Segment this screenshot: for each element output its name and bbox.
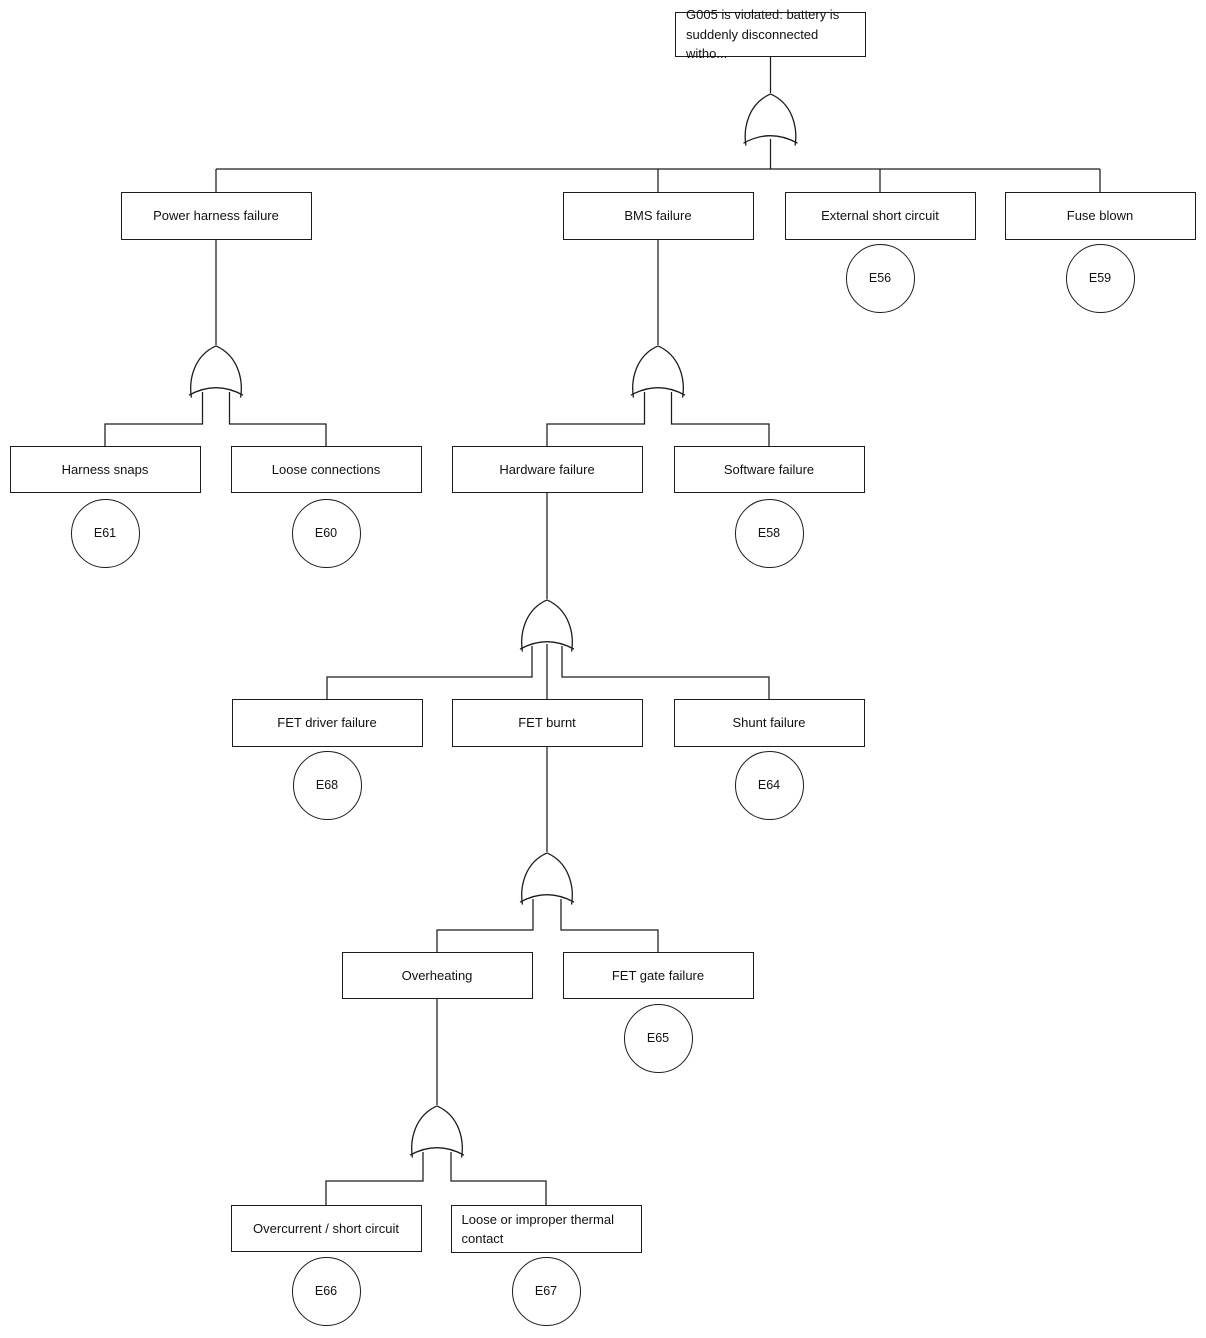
connector-line xyxy=(561,646,770,699)
fuse-blown-box: Fuse blown xyxy=(1004,192,1196,240)
or-gate-icon-overheating xyxy=(409,1105,465,1158)
basic-event-e56: E56 xyxy=(845,243,915,313)
basic-event-label: E58 xyxy=(757,526,781,540)
connector-line xyxy=(228,392,327,446)
overheating-box: Overheating xyxy=(341,952,533,999)
connector-line xyxy=(104,392,204,446)
connector-line xyxy=(546,392,646,446)
basic-event-e59: E59 xyxy=(1065,243,1135,313)
basic-event-label: E68 xyxy=(315,778,339,792)
overcurrent-short-circuit-box: Overcurrent / short circuit xyxy=(230,1205,422,1252)
external-short-circuit-box: External short circuit xyxy=(784,192,976,240)
event-label: Hardware failure xyxy=(499,461,595,477)
basic-event-label: E60 xyxy=(314,526,338,540)
or-gate-icon-top xyxy=(743,93,798,146)
event-label: Overcurrent / short circuit xyxy=(253,1220,399,1236)
fet-burnt-box: FET burnt xyxy=(451,699,643,747)
event-label: Fuse blown xyxy=(1066,208,1134,224)
event-label: FET driver failure xyxy=(277,715,377,731)
basic-event-e66: E66 xyxy=(291,1256,361,1326)
basic-event-e67: E67 xyxy=(511,1256,581,1326)
loose-improper-thermal-contact-box: Loose or improper thermal contact xyxy=(450,1205,642,1253)
shunt-failure-box: Shunt failure xyxy=(673,699,865,747)
event-label: BMS failure xyxy=(624,208,692,224)
fet-driver-failure-box: FET driver failure xyxy=(231,699,423,747)
power-harness-failure-box: Power harness failure xyxy=(120,192,312,240)
basic-event-label: E56 xyxy=(868,271,892,285)
bms-failure-box: BMS failure xyxy=(562,192,754,240)
top-event-g005-box: G005 is violated: battery is suddenly di… xyxy=(675,7,866,61)
basic-event-label: E66 xyxy=(314,1284,338,1298)
basic-event-e58: E58 xyxy=(734,498,804,568)
fet-gate-failure-box: FET gate failure xyxy=(562,952,754,999)
basic-event-label: E64 xyxy=(757,778,781,792)
connector-line xyxy=(325,1152,424,1205)
hardware-failure-box: Hardware failure xyxy=(451,446,643,493)
connector-line xyxy=(670,392,770,446)
connector-line xyxy=(326,646,533,699)
event-label: Software failure xyxy=(723,461,815,477)
event-label: Shunt failure xyxy=(732,715,806,731)
basic-event-e68: E68 xyxy=(292,750,362,820)
connector-line xyxy=(560,899,659,952)
event-label: FET gate failure xyxy=(611,967,705,983)
event-label: Loose or improper thermal contact xyxy=(461,1211,614,1247)
basic-event-e60: E60 xyxy=(291,498,361,568)
event-label: G005 is violated: battery is suddenly di… xyxy=(686,7,840,62)
software-failure-box: Software failure xyxy=(673,446,865,493)
harness-snaps-box: Harness snaps xyxy=(9,446,201,493)
event-label: Loose connections xyxy=(271,461,381,477)
basic-event-e61: E61 xyxy=(70,498,140,568)
event-label: FET burnt xyxy=(518,715,576,731)
event-label: Overheating xyxy=(401,967,473,983)
connector-line xyxy=(436,899,534,952)
event-label: External short circuit xyxy=(821,208,939,224)
event-label: Harness snaps xyxy=(61,461,149,477)
basic-event-label: E59 xyxy=(1088,271,1112,285)
event-label: Power harness failure xyxy=(153,208,279,224)
connector-line xyxy=(450,1152,547,1205)
or-gate-icon-bms xyxy=(630,345,686,398)
basic-event-label: E67 xyxy=(534,1284,558,1298)
basic-event-label: E65 xyxy=(646,1031,670,1045)
or-gate-icon-power-harness xyxy=(188,345,244,398)
or-gate-icon-fet-burnt xyxy=(519,852,575,905)
basic-event-label: E61 xyxy=(93,526,117,540)
or-gate-icon-hardware xyxy=(519,599,575,652)
basic-event-e64: E64 xyxy=(734,750,804,820)
loose-connections-box: Loose connections xyxy=(230,446,422,493)
basic-event-e65: E65 xyxy=(623,1003,693,1073)
